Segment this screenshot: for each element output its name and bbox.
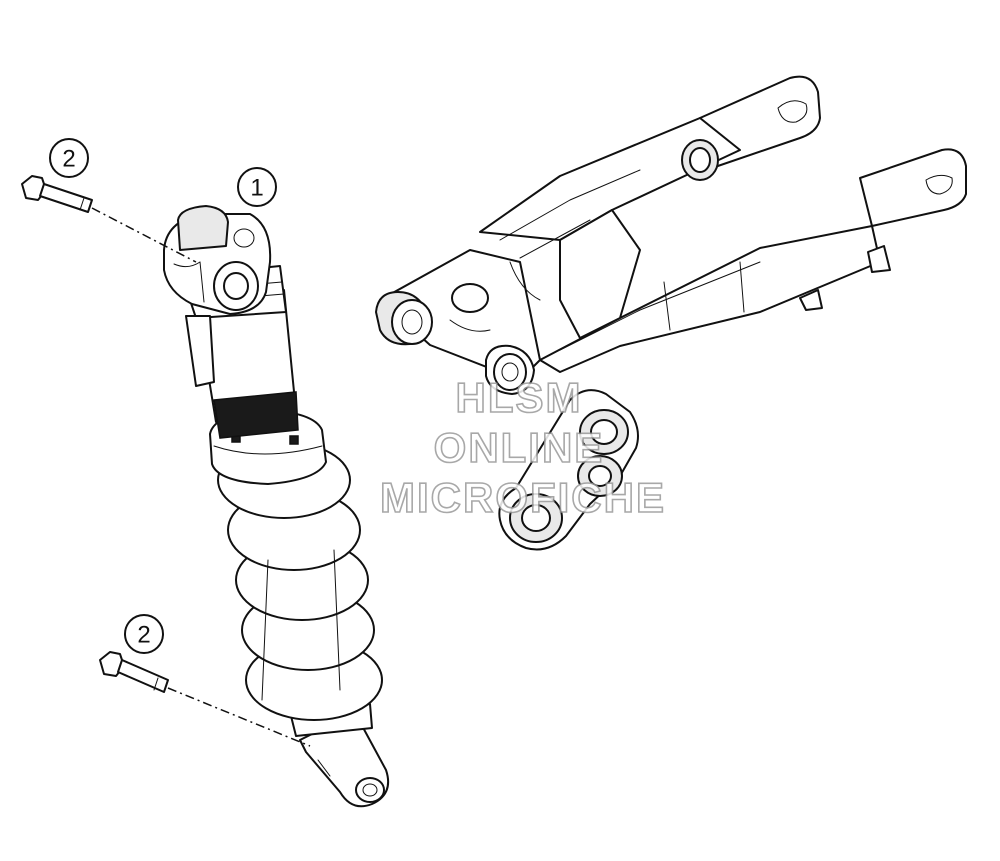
watermark-line-2: ONLINE [434,424,605,471]
callout-1: 1 [237,167,277,207]
watermark-line-3: MICROFICHE [380,474,666,521]
upper-bolt-axis [91,207,197,263]
callout-1-label: 1 [250,175,263,202]
callout-2-upper: 2 [49,138,89,178]
shock-absorber [163,205,390,808]
linkage-lever [498,389,639,551]
lower-bolt [99,651,169,693]
lower-bolt-axis [167,687,311,747]
callout-2-lower: 2 [124,614,164,654]
spring [217,441,383,721]
watermark-line-1: HLSM [456,374,583,421]
upper-bolt [21,175,93,213]
callout-2-lower-label: 2 [137,622,150,649]
callout-2-upper-label: 2 [62,146,75,173]
watermark: HLSM ONLINE MICROFICHE [379,373,666,522]
swingarm [375,75,967,395]
